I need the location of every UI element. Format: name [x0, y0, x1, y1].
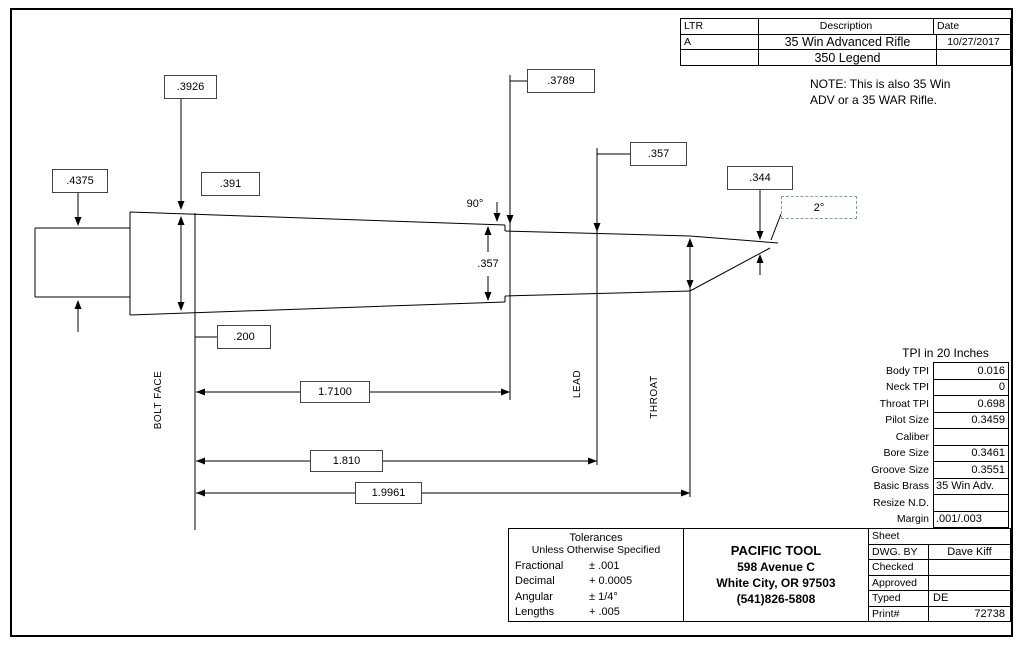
tolerances-subtitle: Unless Otherwise Specified — [531, 544, 661, 556]
note-line-1: NOTE: This is also 35 Win — [810, 77, 951, 91]
tolerance-angular: Angular ± 1/4° — [515, 590, 618, 603]
leade-taper — [689, 235, 779, 292]
tolerances-block: Tolerances Unless Otherwise Specified Fr… — [508, 528, 684, 622]
revision-col-ltr: LTR — [681, 19, 759, 34]
arrowheads — [74, 201, 764, 497]
mouth-ext-line — [509, 75, 527, 400]
title-block-approved: Approved — [869, 574, 1010, 590]
spec-row-pilot-size: Pilot Size 0.3459 — [820, 411, 1011, 429]
revision-description-2: 350 Legend — [759, 50, 937, 66]
spec-row-basic-brass: Basic Brass 35 Win Adv. — [820, 477, 1011, 495]
drawing-note: NOTE: This is also 35 Win ADV or a 35 WA… — [810, 76, 1020, 108]
title-block: Sheet DWG. BY Dave Kiff Checked Approved… — [868, 528, 1011, 622]
revision-header-row: LTR Description Date — [681, 19, 1010, 34]
revision-row-a: A 35 Win Advanced Rifle 10/27/2017 — [681, 33, 1010, 50]
revision-date: 10/27/2017 — [947, 36, 1000, 48]
revision-col-date: Date — [937, 20, 960, 33]
dim-base-diameter: .3926 — [164, 75, 217, 99]
spec-table: TPI in 20 Inches Body TPI 0.016 Neck TPI… — [820, 346, 1011, 528]
company-address: 598 Avenue C — [737, 560, 815, 574]
spec-table-title: TPI in 20 Inches — [902, 346, 989, 360]
dim-lead-diameter: .357 — [630, 142, 687, 166]
spec-row-body-tpi: Body TPI 0.016 — [820, 362, 1011, 380]
spec-row-throat-tpi: Throat TPI 0.698 — [820, 395, 1011, 413]
title-block-print-number: Print# 72738 — [869, 605, 1010, 621]
spec-row-bore-size: Bore Size 0.3461 — [820, 444, 1011, 462]
revision-description: 35 Win Advanced Rifle — [759, 34, 937, 50]
dim-mouth-diameter: .3789 — [527, 69, 595, 93]
dim-pilot-diameter: .4375 — [52, 169, 108, 193]
body-outline — [129, 211, 506, 316]
sheet-border — [10, 8, 1013, 637]
axis-label-bolt-face: BOLT FACE — [153, 370, 164, 430]
spec-row-groove-size: Groove Size 0.3551 — [820, 461, 1011, 479]
company-block: PACIFIC TOOL 598 Avenue C White City, OR… — [683, 528, 869, 622]
axis-label-throat: THROAT — [649, 375, 660, 419]
tolerance-lengths: Lengths + .005 — [515, 606, 620, 619]
title-block-dwg-by: DWG. BY Dave Kiff — [869, 543, 1010, 559]
company-name: PACIFIC TOOL — [730, 543, 822, 558]
dim-length-lead: 1.810 — [310, 450, 383, 472]
revision-table: LTR Description Date A 35 Win Advanced R… — [680, 18, 1011, 66]
angle-leade: 2° — [781, 196, 857, 219]
axis-label-lead: LEAD — [572, 369, 583, 399]
spec-row-neck-tpi: Neck TPI 0 — [820, 378, 1011, 396]
angle-shoulder: 90° — [456, 196, 494, 212]
pilot-outline — [34, 227, 130, 298]
dim-length-throat: 1.9961 — [355, 482, 422, 504]
lead-ext-line — [596, 148, 630, 465]
title-block-typed: Typed DE — [869, 590, 1010, 606]
base-len-leader — [194, 316, 217, 338]
spec-row-caliber: Caliber — [820, 428, 1011, 446]
leade-angle-leader — [770, 213, 782, 241]
tolerance-fractional: Fractional ± .001 — [515, 559, 620, 572]
revision-ltr: A — [681, 34, 759, 50]
company-city: White City, OR 97503 — [716, 576, 836, 590]
dim-bore-diameter: .344 — [727, 166, 793, 190]
revision-row-2: 350 Legend — [681, 49, 1010, 66]
spec-row-margin: Margin .001/.003 — [820, 510, 1011, 528]
title-block-checked: Checked — [869, 559, 1010, 575]
dim-length-body: 1.7100 — [300, 381, 370, 403]
tolerance-decimal: Decimal + 0.0005 — [515, 575, 633, 588]
dim-mouth-inner-diameter: .357 — [468, 255, 508, 272]
company-phone: (541)826-5808 — [736, 592, 816, 606]
note-line-2: ADV or a 35 WAR Rifle. — [810, 93, 937, 107]
title-block-sheet: Sheet — [872, 530, 900, 543]
revision-col-description: Description — [759, 19, 934, 34]
spec-row-resize-nd: Resize N.D. — [820, 494, 1011, 512]
dim-boltface-diameter: .391 — [201, 172, 260, 196]
dim-base-length: .200 — [217, 325, 271, 349]
tolerances-title: Tolerances — [569, 532, 623, 544]
